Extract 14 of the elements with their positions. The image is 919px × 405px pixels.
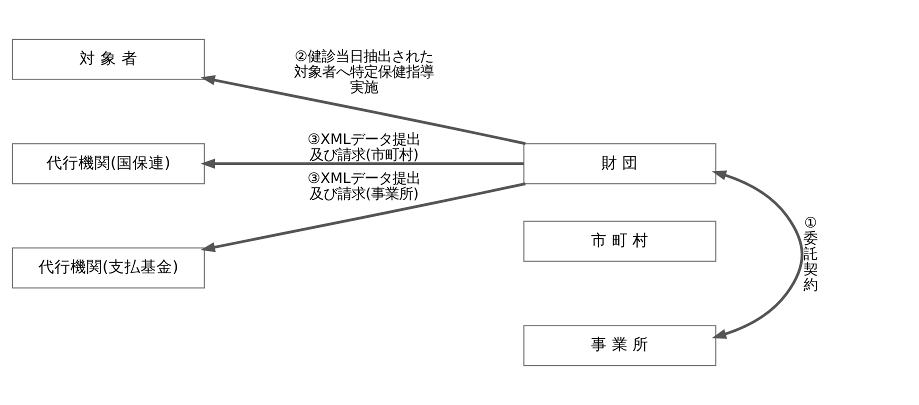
edge-label: ③XMLデータ提出及び請求(市町村) bbox=[307, 132, 421, 164]
node-box: 事 業 所 bbox=[523, 325, 716, 366]
node-box: 代行機関(支払基金) bbox=[12, 247, 205, 288]
arrow bbox=[200, 182, 526, 252]
edge-label: ②健診当日抽出された対象者へ特定保健指導実施 bbox=[294, 48, 434, 96]
node-box: 対 象 者 bbox=[12, 38, 205, 80]
node-box: 代行機関(国保連) bbox=[12, 143, 205, 184]
arrow bbox=[712, 170, 804, 339]
arrow bbox=[200, 158, 524, 169]
node-box: 市 町 村 bbox=[523, 220, 716, 262]
edge-label: ①委託契約 bbox=[804, 215, 818, 294]
edge-label: ③XMLデータ提出及び請求(事業所) bbox=[307, 170, 421, 203]
node-box: 財 団 bbox=[523, 143, 716, 184]
arrow bbox=[200, 75, 526, 145]
